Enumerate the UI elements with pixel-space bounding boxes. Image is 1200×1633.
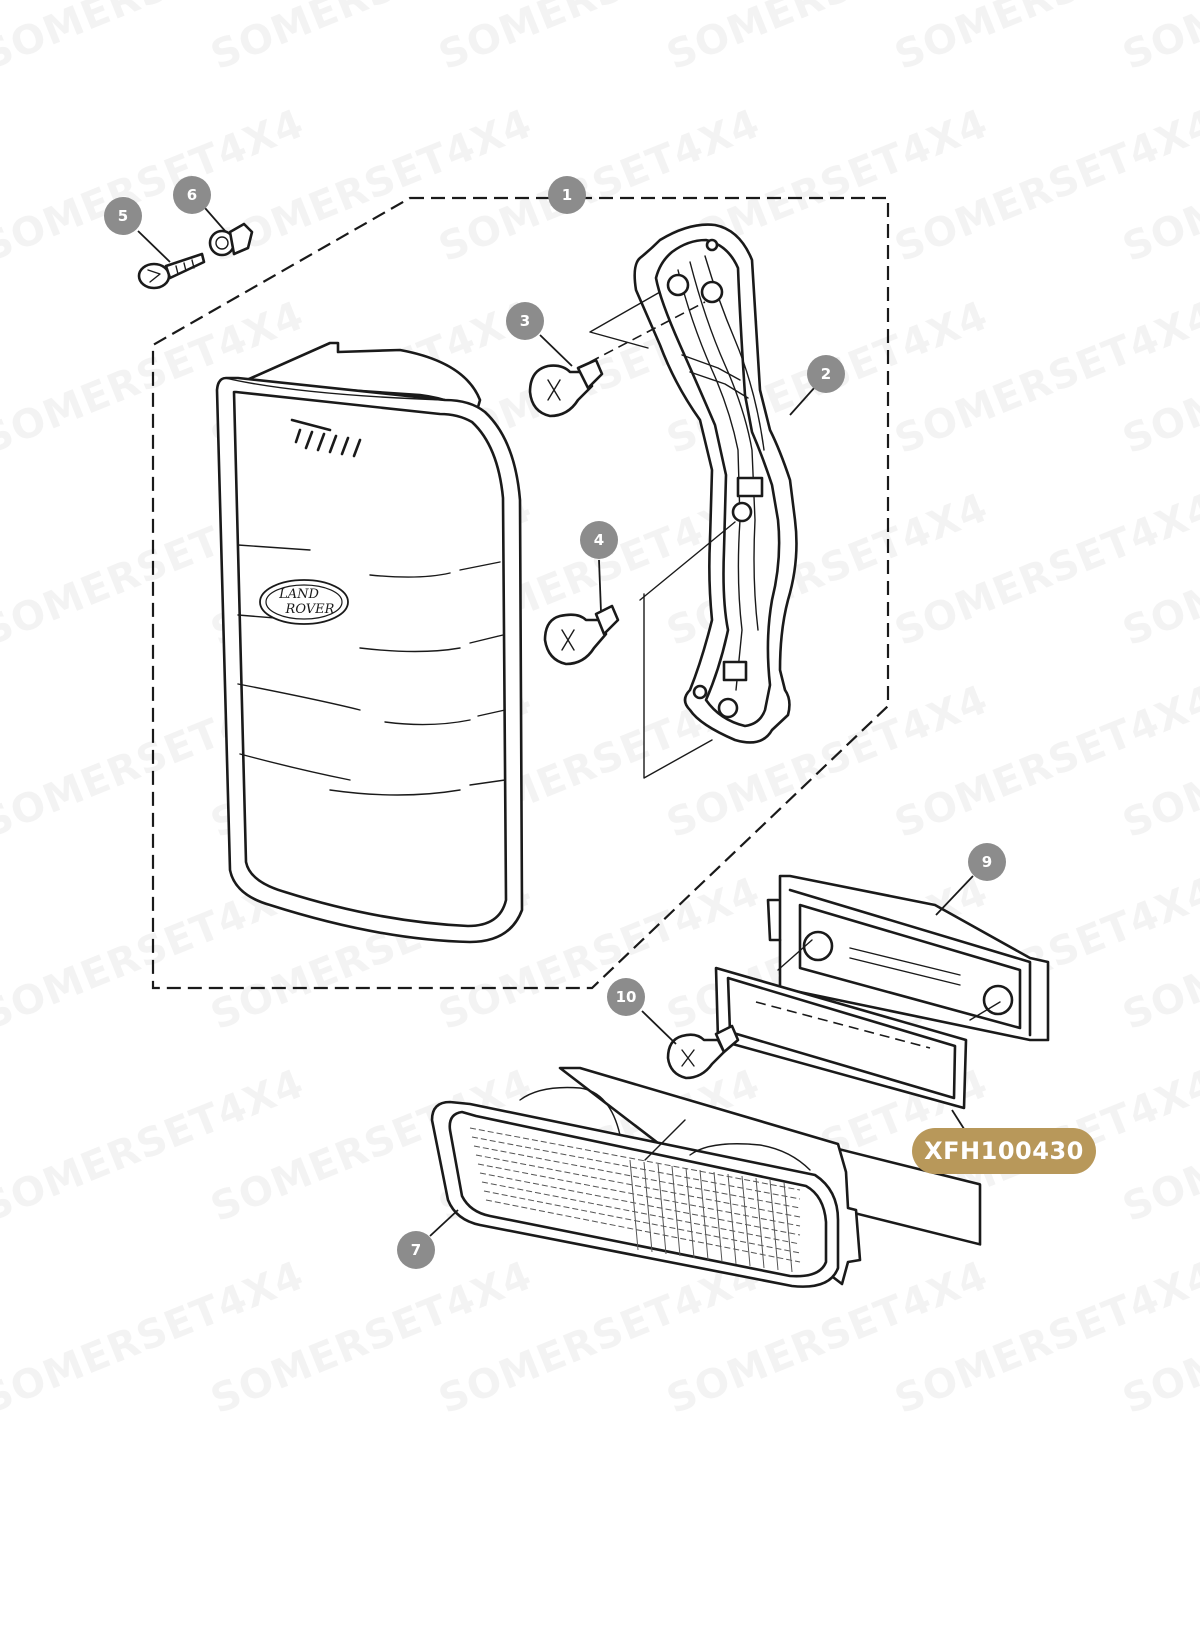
logo-line-1: LAND <box>278 587 319 602</box>
callout-10[interactable]: 10 <box>607 978 645 1016</box>
bulb-3 <box>528 358 604 418</box>
callout-1-label: 1 <box>562 186 572 204</box>
indicator-lens <box>430 1066 862 1288</box>
grille-vertical <box>671 1165 681 1257</box>
callout-1[interactable]: 1 <box>548 176 586 214</box>
watermark-text: SOMERSET4X4 <box>1117 0 1200 79</box>
grille-vertical <box>643 1161 653 1253</box>
grille-vertical <box>713 1171 723 1263</box>
grille-vertical <box>727 1173 737 1265</box>
gasket <box>714 939 1001 1110</box>
screw <box>137 252 206 290</box>
tail-lamp-lens: LAND ROVER <box>215 341 524 944</box>
callout-7[interactable]: 7 <box>397 1231 435 1269</box>
bulb-4 <box>543 604 620 666</box>
side-lamp-housing <box>766 874 1050 1246</box>
callout-10-label: 10 <box>616 988 637 1006</box>
callout-4[interactable]: 4 <box>580 521 618 559</box>
callout-9-label: 9 <box>982 853 992 871</box>
callout-2-label: 2 <box>821 365 831 383</box>
bulb-holder-circuit-board <box>633 223 798 744</box>
assembly-boundary <box>151 196 890 990</box>
callout-2[interactable]: 2 <box>807 355 845 393</box>
grille-vertical <box>699 1169 709 1261</box>
grille-vertical <box>783 1181 793 1273</box>
part-number-badge[interactable]: XFH100430 <box>912 1128 1096 1174</box>
callout-7-label: 7 <box>411 1241 421 1259</box>
callouts: 1 2 3 4 5 6 7 9 <box>104 176 1006 1269</box>
land-rover-logo: LAND ROVER <box>259 579 349 625</box>
callout-3-label: 3 <box>520 312 530 330</box>
logo-line-2: ROVER <box>285 602 335 617</box>
grille-line <box>485 1199 801 1263</box>
callout-4-label: 4 <box>594 531 604 549</box>
nut <box>208 222 254 257</box>
lens-grille-pattern <box>469 1127 801 1273</box>
alignment-lines <box>589 291 736 779</box>
callout-6-label: 6 <box>187 186 197 204</box>
grille-vertical <box>657 1163 667 1255</box>
grille-vertical <box>629 1159 639 1251</box>
callout-9[interactable]: 9 <box>968 843 1006 881</box>
callout-5-label: 5 <box>118 207 128 225</box>
grille-vertical <box>755 1177 765 1269</box>
grille-line <box>471 1136 801 1200</box>
part-number-text: XFH100430 <box>924 1137 1084 1165</box>
callout-3[interactable]: 3 <box>506 302 544 340</box>
callout-6[interactable]: 6 <box>173 176 211 214</box>
bulb-10 <box>666 1024 740 1080</box>
leader-lines <box>137 198 974 1237</box>
grille-line <box>473 1145 801 1209</box>
grille-line <box>475 1154 801 1218</box>
lamp-emblem-marks <box>290 418 362 458</box>
grille-line <box>477 1163 801 1227</box>
grille-vertical <box>741 1175 751 1267</box>
grille-vertical <box>769 1179 779 1271</box>
callout-5[interactable]: 5 <box>104 197 142 235</box>
grille-vertical <box>685 1167 695 1259</box>
grille-line <box>469 1127 801 1191</box>
